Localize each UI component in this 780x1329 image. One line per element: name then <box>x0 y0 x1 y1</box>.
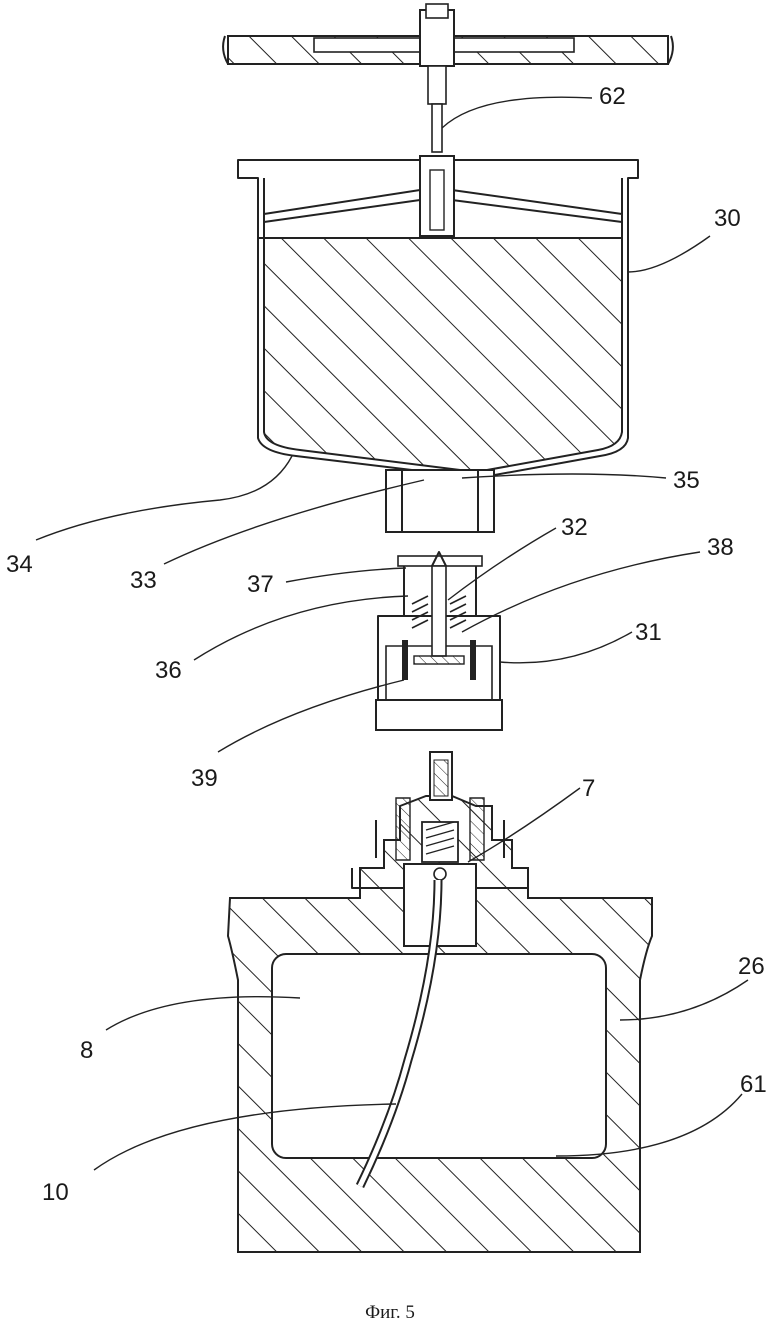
label-7: 7 <box>582 775 595 802</box>
label-30: 30 <box>714 205 741 232</box>
label-32: 32 <box>561 514 588 541</box>
label-10: 10 <box>42 1179 69 1206</box>
label-31: 31 <box>635 619 662 646</box>
leader-36 <box>194 596 408 660</box>
housing-26 <box>228 752 652 1252</box>
leader-30 <box>628 236 710 272</box>
container-30 <box>238 156 638 532</box>
leader-37 <box>286 568 406 582</box>
figure-caption: Фиг. 5 <box>365 1302 415 1323</box>
label-37: 37 <box>247 571 274 598</box>
label-35: 35 <box>673 467 700 494</box>
label-8: 8 <box>80 1037 93 1064</box>
label-34: 34 <box>6 551 33 578</box>
leader-62 <box>442 97 592 128</box>
label-38: 38 <box>707 534 734 561</box>
label-26: 26 <box>738 953 765 980</box>
top-plate-62 <box>223 4 673 152</box>
label-33: 33 <box>130 567 157 594</box>
valve-adapter-31 <box>376 552 502 730</box>
label-39: 39 <box>191 765 218 792</box>
label-61: 61 <box>740 1071 767 1098</box>
label-36: 36 <box>155 657 182 684</box>
label-62: 62 <box>599 83 626 110</box>
leader-31 <box>500 632 632 663</box>
